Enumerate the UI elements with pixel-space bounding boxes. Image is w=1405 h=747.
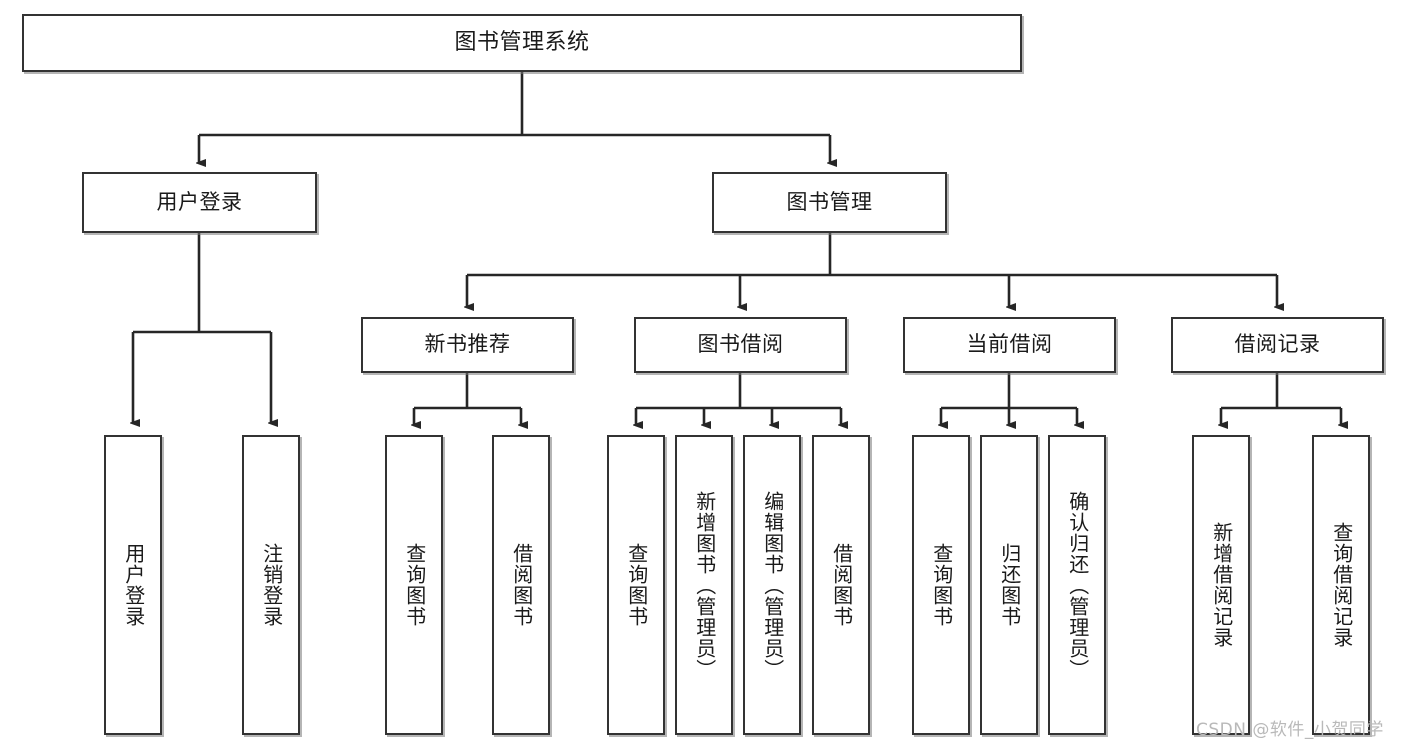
- node-label: 借阅图书: [829, 543, 854, 627]
- node-label: 图书管理系统: [454, 29, 590, 55]
- node-label: 查询图书: [402, 543, 427, 627]
- csdn-watermark: CSDN @软件_小贺同学: [1196, 720, 1384, 740]
- leaf-user-login[interactable]: 用户登录: [104, 435, 162, 735]
- node-label: 查询借阅记录: [1329, 522, 1354, 648]
- node-book-borrow[interactable]: 图书借阅: [634, 317, 847, 373]
- node-new-book-recommend[interactable]: 新书推荐: [361, 317, 574, 373]
- node-label: 图书管理: [786, 189, 873, 214]
- node-label: 新书推荐: [424, 332, 511, 357]
- node-label: 用户登录: [156, 189, 243, 214]
- node-label: 图书借阅: [697, 332, 784, 357]
- node-label: 借阅记录: [1234, 332, 1321, 357]
- leaf-edit-book-admin[interactable]: 编辑图书（管理员）: [743, 435, 801, 735]
- node-label: 新增借阅记录: [1209, 522, 1234, 648]
- leaf-logout[interactable]: 注销登录: [242, 435, 300, 735]
- leaf-query-book-recommend[interactable]: 查询图书: [385, 435, 443, 735]
- node-label: 查询图书: [624, 543, 649, 627]
- node-label: 确认归还（管理员）: [1065, 490, 1090, 680]
- node-label: 借阅图书: [509, 543, 534, 627]
- node-label: 当前借阅: [966, 332, 1053, 357]
- leaf-query-book-current[interactable]: 查询图书: [912, 435, 970, 735]
- node-label: 用户登录: [121, 543, 146, 627]
- leaf-query-borrow-record[interactable]: 查询借阅记录: [1312, 435, 1370, 735]
- leaf-borrow-book[interactable]: 借阅图书: [812, 435, 870, 735]
- leaf-confirm-return-admin[interactable]: 确认归还（管理员）: [1048, 435, 1106, 735]
- leaf-add-book-admin[interactable]: 新增图书（管理员）: [675, 435, 733, 735]
- node-book-management[interactable]: 图书管理: [712, 172, 947, 233]
- node-label: 查询图书: [929, 543, 954, 627]
- leaf-query-book-borrow[interactable]: 查询图书: [607, 435, 665, 735]
- node-root-book-management-system[interactable]: 图书管理系统: [22, 14, 1022, 72]
- node-current-borrow[interactable]: 当前借阅: [903, 317, 1116, 373]
- node-borrow-record[interactable]: 借阅记录: [1171, 317, 1384, 373]
- node-label: 注销登录: [259, 543, 284, 627]
- node-label: 新增图书（管理员）: [692, 490, 717, 680]
- node-label: 归还图书: [997, 543, 1022, 627]
- leaf-add-borrow-record[interactable]: 新增借阅记录: [1192, 435, 1250, 735]
- node-user-login[interactable]: 用户登录: [82, 172, 317, 233]
- leaf-borrow-book-recommend[interactable]: 借阅图书: [492, 435, 550, 735]
- leaf-return-book[interactable]: 归还图书: [980, 435, 1038, 735]
- node-label: 编辑图书（管理员）: [760, 490, 785, 680]
